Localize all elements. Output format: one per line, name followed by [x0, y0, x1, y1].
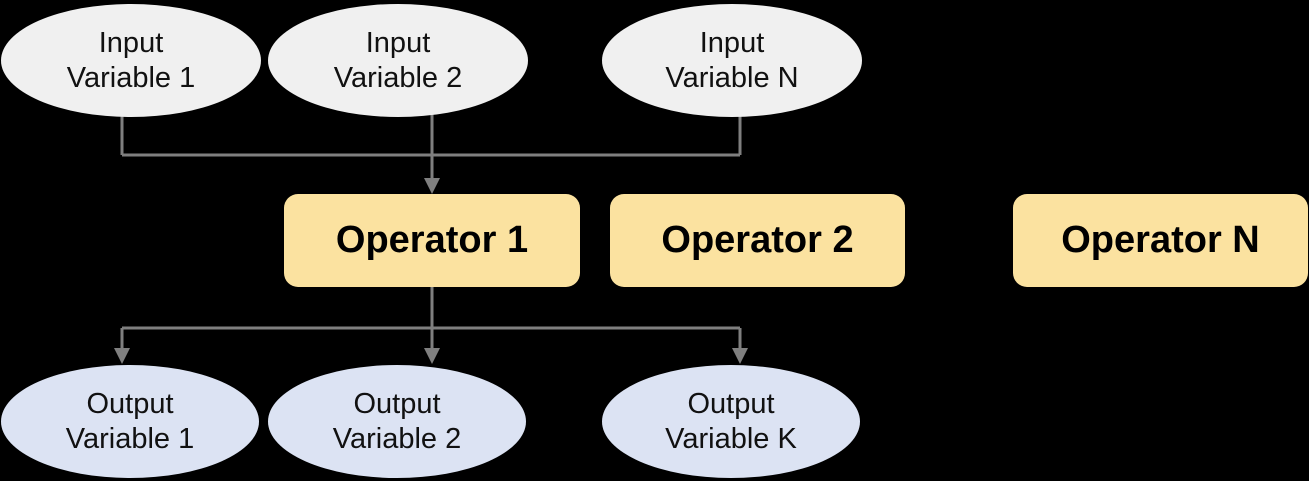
operator-2-label: Operator 2 — [661, 219, 854, 261]
output-variable-1-node: Output Variable 1 — [1, 365, 259, 478]
output-variable-2-label: Output Variable 2 — [332, 387, 462, 455]
operator-2-node: Operator 2 — [610, 194, 905, 287]
output-variable-k-node: Output Variable K — [602, 365, 860, 478]
input-variable-n-label: Input Variable N — [665, 26, 799, 94]
arrowhead-into-output1 — [114, 348, 130, 364]
output-variable-k-label: Output Variable K — [665, 387, 797, 455]
operator-1-label: Operator 1 — [335, 219, 529, 261]
operator-n-node: Operator N — [1013, 194, 1308, 287]
input-variable-1-label: Input Variable 1 — [66, 26, 196, 94]
output-variable-1-label: Output Variable 1 — [65, 387, 195, 455]
input-variable-1-node: Input Variable 1 — [1, 4, 261, 117]
input-variable-2-node: Input Variable 2 — [268, 4, 528, 117]
arrowhead-into-outputK — [732, 348, 748, 364]
operator-1-node: Operator 1 — [284, 194, 580, 287]
arrowhead-into-output2 — [424, 348, 440, 364]
operator-n-label: Operator N — [1061, 219, 1260, 261]
arrowhead-into-operator1 — [424, 178, 440, 194]
output-variable-2-node: Output Variable 2 — [268, 365, 526, 478]
input-variable-n-node: Input Variable N — [602, 4, 862, 117]
input-variable-2-label: Input Variable 2 — [333, 26, 463, 94]
